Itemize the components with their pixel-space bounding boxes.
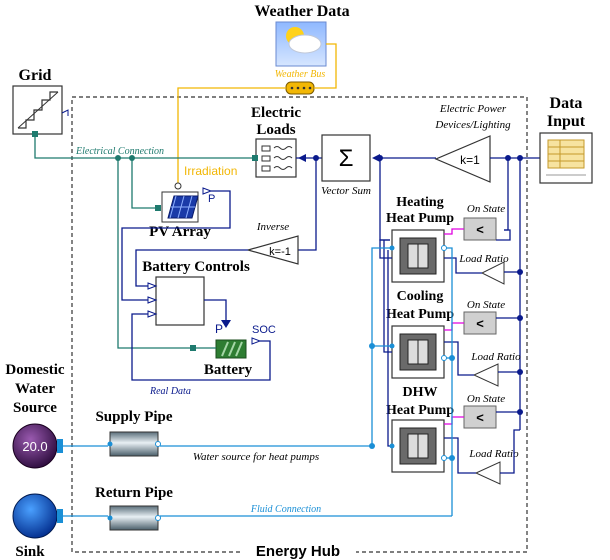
electric-power-gain-block[interactable]: k=1 <box>434 135 491 183</box>
heating-on-state-label: On State <box>467 203 505 215</box>
electric-power-gain-value: k=1 <box>460 153 480 167</box>
electric-loads-block[interactable] <box>255 138 297 178</box>
battery-port-p: P <box>215 322 223 336</box>
data-input-title-line2: Input <box>547 113 586 130</box>
sink-block[interactable] <box>12 493 58 539</box>
cooling-heat-pump-block[interactable] <box>391 325 445 379</box>
vector-sum-block[interactable]: Σ <box>321 134 371 182</box>
pv-array-block[interactable] <box>161 191 199 223</box>
electric-loads-title-line1: Electric <box>251 105 301 121</box>
weather-bus-label: Weather Bus <box>275 69 326 80</box>
sink-title: Sink <box>15 544 45 560</box>
weather-bus-connector[interactable] <box>285 81 315 95</box>
vector-sum-label: Vector Sum <box>321 185 371 197</box>
supply-pipe-block[interactable] <box>107 431 161 457</box>
electric-power-label-line2: Devices/Lighting <box>434 119 511 131</box>
cooling-title-line2: Heat Pump <box>386 307 454 322</box>
real-data-label: Real Data <box>149 386 191 397</box>
cooling-on-state-label: On State <box>467 299 505 311</box>
battery-block[interactable] <box>215 339 247 359</box>
supply-pipe-title: Supply Pipe <box>95 409 172 425</box>
heating-on-state-block[interactable]: < <box>463 217 497 241</box>
battery-controls-title: Battery Controls <box>142 259 250 275</box>
electric-loads-title-line2: Loads <box>256 122 295 138</box>
pv-port-label: P <box>208 193 215 205</box>
battery-port-soc: SOC <box>252 324 276 336</box>
return-pipe-title: Return Pipe <box>95 485 173 501</box>
electric-power-label-line1: Electric Power <box>439 103 507 115</box>
dhw-load-ratio-label: Load Ratio <box>468 448 519 460</box>
dhw-load-ratio-gain[interactable] <box>474 461 501 485</box>
heating-heat-pump-block[interactable] <box>391 229 445 283</box>
grid-title: Grid <box>19 67 52 84</box>
data-input-block[interactable] <box>539 132 593 184</box>
fluid-connection-label: Fluid Connection <box>250 504 321 515</box>
cloud-icon <box>288 34 322 54</box>
source-title-line3: Source <box>13 400 57 416</box>
sigma-symbol: Σ <box>339 145 354 172</box>
weather-title: Weather Data <box>254 3 349 20</box>
electrical-connection-wire <box>34 137 258 159</box>
svg-text:<: < <box>476 222 484 237</box>
water-source-label: Water source for heat pumps <box>193 451 319 463</box>
heating-title-line2: Heat Pump <box>386 211 454 226</box>
svg-text:<: < <box>476 410 484 425</box>
electrical-connection-label: Electrical Connection <box>75 146 164 157</box>
cooling-load-ratio-label: Load Ratio <box>470 351 521 363</box>
battery-title: Battery <box>204 362 253 378</box>
dhw-on-state-label: On State <box>467 393 505 405</box>
return-pipe-block[interactable] <box>107 505 161 531</box>
battery-controls-block[interactable] <box>155 276 205 326</box>
heating-load-ratio-gain[interactable] <box>480 261 505 285</box>
cooling-load-ratio-gain[interactable] <box>472 363 499 387</box>
source-value: 20.0 <box>22 439 47 454</box>
heating-load-ratio-label: Load Ratio <box>458 253 509 265</box>
domestic-water-source-block[interactable]: 20.0 <box>12 423 58 469</box>
dhw-heat-pump-block[interactable] <box>391 419 445 473</box>
source-title-line2: Water <box>15 381 55 397</box>
dhw-on-state-block[interactable]: < <box>463 405 497 429</box>
inverse-gain-block[interactable]: k=-1 <box>245 235 299 265</box>
dhw-title-line1: DHW <box>403 385 438 400</box>
source-title-line1: Domestic <box>5 362 64 378</box>
weather-data-block[interactable] <box>275 21 327 67</box>
dhw-title-line2: Heat Pump <box>386 403 454 418</box>
inverse-label: Inverse <box>256 221 289 233</box>
cooling-on-state-block[interactable]: < <box>463 311 497 335</box>
irradiation-label: Irradiation <box>184 164 237 178</box>
weather-to-pv-wire <box>177 87 286 186</box>
svg-text:<: < <box>476 316 484 331</box>
data-input-title-line1: Data <box>550 95 583 112</box>
pv-array-title: PV Array <box>149 224 211 240</box>
heating-title-line1: Heating <box>396 195 443 210</box>
inverse-gain-value: k=-1 <box>269 246 291 258</box>
weather-wire <box>314 43 337 89</box>
grid-block[interactable] <box>12 85 63 135</box>
cooling-title-line1: Cooling <box>397 289 444 304</box>
energy-hub-title: Energy Hub <box>256 543 340 560</box>
